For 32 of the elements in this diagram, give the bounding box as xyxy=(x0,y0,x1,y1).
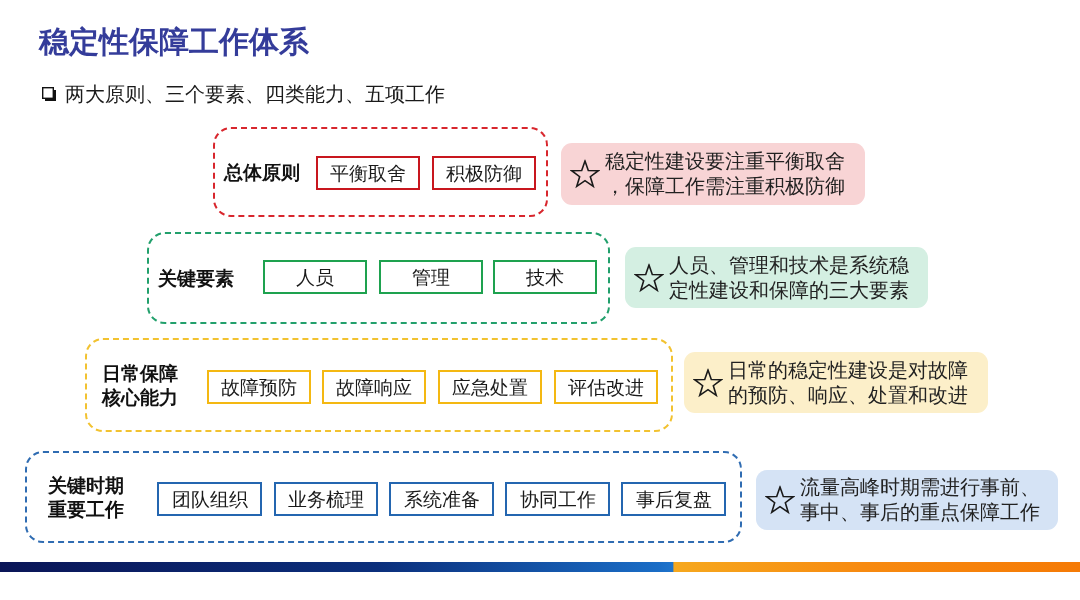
page-title: 稳定性保障工作体系 xyxy=(39,23,309,61)
note-text: 日常的稳定性建设是对故障的预防、响应、处置和改进 xyxy=(728,357,969,408)
note-panel xyxy=(684,352,988,413)
note-panel xyxy=(756,470,1058,530)
group-heading: 关键要素 xyxy=(158,266,235,290)
item-box: 故障预防 xyxy=(207,370,311,404)
dashed-frame xyxy=(213,127,548,217)
item-box: 应急处置 xyxy=(438,370,542,404)
item-box: 评估改进 xyxy=(554,370,658,404)
item-box: 事后复盘 xyxy=(621,482,726,516)
item-box: 技术 xyxy=(493,260,597,294)
item-box: 人员 xyxy=(263,260,367,294)
note-text: 稳定性建设要注重平衡取舍，保障工作需注重积极防御 xyxy=(605,149,846,199)
group-heading: 关键时期重要工作 xyxy=(48,473,125,521)
item-box: 平衡取舍 xyxy=(316,156,420,190)
item-box: 团队组织 xyxy=(157,482,262,516)
dashed-frame xyxy=(147,232,610,324)
item-box: 积极防御 xyxy=(432,156,536,190)
item-box: 业务梳理 xyxy=(274,482,378,516)
dashed-frame xyxy=(85,338,673,432)
group-heading: 总体原则 xyxy=(224,160,301,184)
note-panel xyxy=(625,247,928,308)
note-panel xyxy=(561,143,865,205)
bullet-text: 两大原则、三个要素、四类能力、五项工作 xyxy=(65,81,445,107)
item-box: 协同工作 xyxy=(505,482,610,516)
item-box: 系统准备 xyxy=(389,482,494,516)
item-box: 管理 xyxy=(379,260,483,294)
group-heading: 日常保障核心能力 xyxy=(102,361,179,409)
note-text: 人员、管理和技术是系统稳定性建设和保障的三大要素 xyxy=(669,252,910,303)
dashed-frame xyxy=(25,451,742,543)
item-box: 故障响应 xyxy=(322,370,426,404)
note-text: 流量高峰时期需进行事前、事中、事后的重点保障工作 xyxy=(800,475,1041,525)
